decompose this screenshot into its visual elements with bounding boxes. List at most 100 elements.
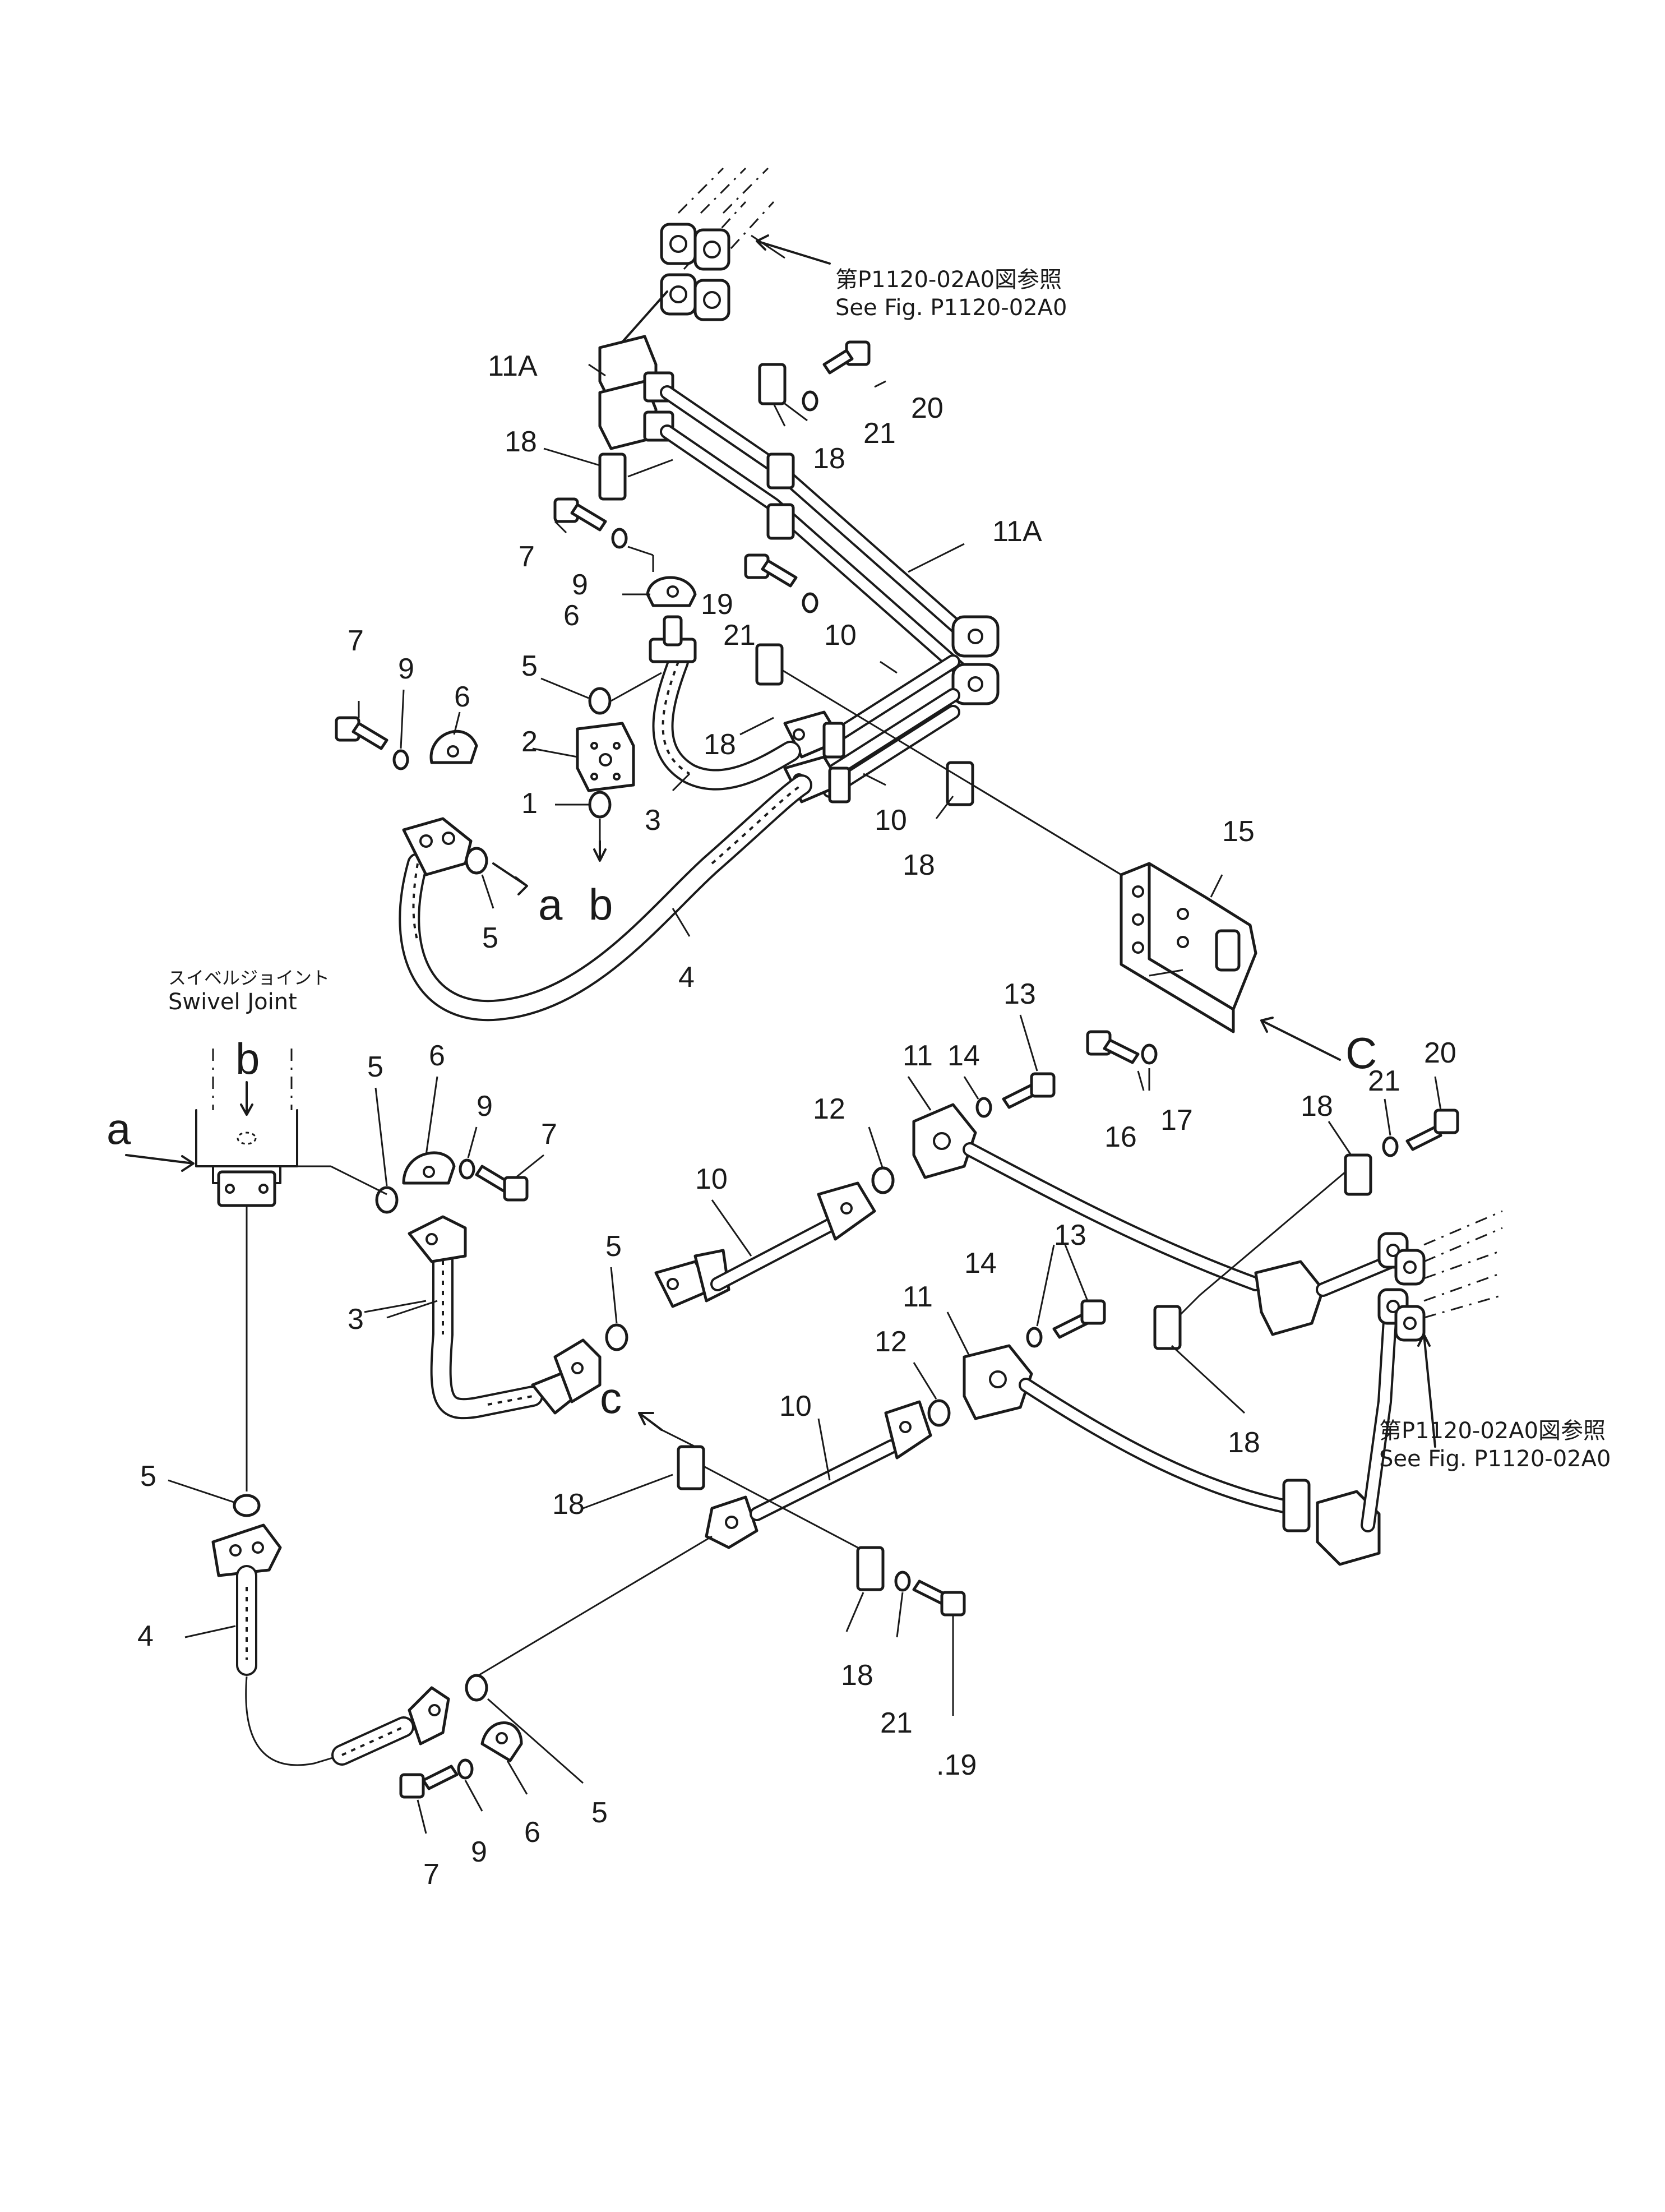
callout-9-mid: 9 <box>477 1090 493 1123</box>
upper-assembly <box>335 167 1257 1033</box>
bolt-7-left <box>335 716 388 750</box>
callouts: 11A 11A 18 18 20 21 7 9 6 1 9 21 10 18 10… <box>137 350 1456 1891</box>
view-b-swivel: b <box>235 1034 260 1083</box>
reference-note-top: 第P1120-02A0図参照 See Fig. P1120-02A0 <box>835 267 1067 321</box>
callout-5-upper: 5 <box>521 650 538 682</box>
callout-13-lower: 13 <box>1054 1219 1086 1252</box>
bolt-16 <box>1086 1030 1140 1064</box>
bracket-15 <box>1120 862 1257 1033</box>
callout-18-lower-right: 18 <box>1228 1426 1260 1459</box>
swivel-en: Swivel Joint <box>168 989 297 1015</box>
bolt-20-upper <box>822 340 871 375</box>
half-clamp-6-left <box>429 729 478 764</box>
lower-left-assembly <box>211 1151 895 1799</box>
callout-6-upper: 6 <box>563 599 580 632</box>
callout-5-lower-left: 5 <box>140 1460 156 1493</box>
callout-4-upper: 4 <box>678 961 695 994</box>
view-a-upper: a <box>538 880 563 929</box>
callout-12-upper: 12 <box>813 1093 845 1125</box>
callout-18-d: 18 <box>903 849 935 881</box>
o-ring-5-upper <box>588 687 612 715</box>
bolt-13-upper <box>1002 1072 1056 1109</box>
callout-21-right: 21 <box>1368 1065 1400 1097</box>
callout-10-a: 10 <box>824 619 857 652</box>
callout-7-mid: 7 <box>541 1118 557 1151</box>
o-ring-5-left <box>465 847 488 875</box>
view-c-bracket: C <box>1345 1028 1377 1078</box>
bolt-7-lower <box>399 1765 459 1799</box>
callout-13-upper: 13 <box>1003 978 1036 1010</box>
half-clamp-6-upper <box>646 576 697 607</box>
hose-4-lower <box>211 1523 450 1766</box>
bolt-7-mid <box>475 1165 529 1202</box>
callout-14-upper: 14 <box>947 1040 980 1072</box>
callout-10-mid: 10 <box>695 1163 728 1195</box>
bolt-19-lower <box>912 1580 966 1617</box>
callout-5-swivel: 5 <box>367 1051 383 1083</box>
callout-15: 15 <box>1222 815 1255 848</box>
callout-9-left: 9 <box>398 653 414 685</box>
callout-18-c: 18 <box>704 728 736 761</box>
swivel-jp: スイベルジョイント <box>168 967 330 989</box>
callout-20-top: 20 <box>911 392 943 424</box>
callout-4-lower: 4 <box>137 1620 154 1652</box>
leader-lines <box>168 234 1442 1834</box>
pipe-11-lower <box>963 1305 1398 1566</box>
callout-20-right: 20 <box>1424 1037 1456 1069</box>
pipe-10-lower <box>476 1400 932 1678</box>
half-clamp-6-mid <box>402 1151 456 1185</box>
callout-7-upper: 7 <box>519 541 535 573</box>
bolt-13-lower <box>1052 1299 1106 1339</box>
callout-7-bottom: 7 <box>423 1858 440 1891</box>
ref-top-en: See Fig. P1120-02A0 <box>835 295 1067 321</box>
hose-3-lower <box>408 1215 602 1420</box>
callout-17: 17 <box>1160 1104 1193 1137</box>
callout-11a-right: 11A <box>992 515 1042 548</box>
ref-right-jp: 第P1120-02A0図参照 <box>1379 1418 1606 1444</box>
clamp-18-mid-right <box>1153 1305 1182 1350</box>
elbow-joint-right-upper <box>951 615 1000 705</box>
ref-top-jp: 第P1120-02A0図参照 <box>835 267 1062 293</box>
callout-11a-left: 11A <box>488 350 538 382</box>
o-ring-12-lower <box>927 1399 951 1427</box>
callout-9-bottom: 9 <box>471 1836 487 1868</box>
callout-14-lower: 14 <box>964 1247 997 1280</box>
clamp-18-lower-right <box>856 1546 885 1591</box>
view-markers: a b b a C c <box>107 880 1377 1423</box>
callout-3-upper: 3 <box>645 804 661 837</box>
clamp-18-right <box>1344 1153 1372 1196</box>
hose-4-upper <box>399 774 812 1022</box>
callout-11-lower: 11 <box>903 1281 933 1313</box>
pipe-10-mid <box>654 1181 876 1308</box>
callout-5-bottom: 5 <box>591 1797 608 1829</box>
bolt-7-upper <box>553 497 607 532</box>
view-a-swivel: a <box>107 1104 131 1153</box>
callout-18-a: 18 <box>505 426 537 458</box>
callout-12-lower: 12 <box>875 1326 907 1358</box>
callout-11-upper: 11 <box>903 1040 933 1072</box>
half-clamp-6-lower <box>480 1721 523 1762</box>
swivel-joint <box>125 1049 387 1491</box>
callout-16: 16 <box>1104 1121 1137 1153</box>
callout-21-top: 21 <box>863 417 896 450</box>
bolt-20-right <box>1405 1109 1459 1151</box>
pipe-11-upper <box>912 1103 1398 1336</box>
top-flange-group <box>660 223 730 321</box>
callout-6-left: 6 <box>454 681 470 713</box>
bolt-19-upper <box>744 553 798 588</box>
callout-18-lower-left: 18 <box>552 1488 585 1521</box>
o-ring-12-upper <box>871 1166 895 1194</box>
callout-1: 1 <box>521 787 538 820</box>
lower-right-assembly <box>476 1030 1503 1678</box>
callout-9-upper: 9 <box>572 569 588 601</box>
view-b-upper: b <box>589 880 613 929</box>
callout-5-mid: 5 <box>605 1230 622 1263</box>
view-c-mid: c <box>600 1373 622 1423</box>
ref-right-en: See Fig. P1120-02A0 <box>1379 1446 1611 1472</box>
o-ring-1 <box>588 791 612 819</box>
right-flange-group <box>1377 1210 1503 1342</box>
callout-3-lower: 3 <box>348 1303 364 1336</box>
callout-18-right: 18 <box>1301 1090 1333 1123</box>
